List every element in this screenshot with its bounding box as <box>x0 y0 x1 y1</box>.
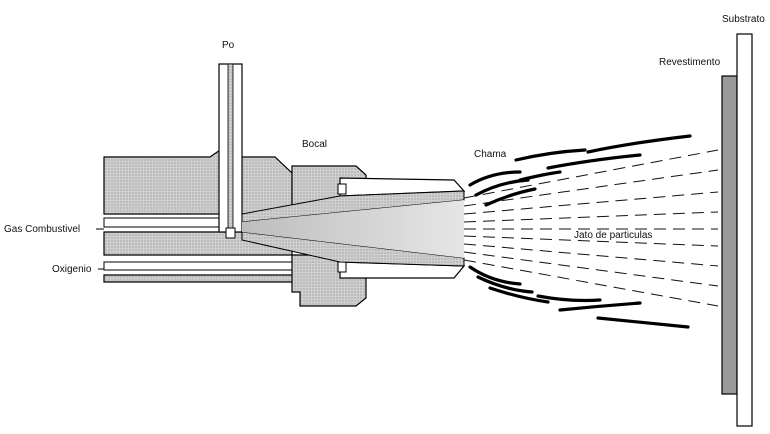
coating-layer <box>721 75 738 395</box>
label-substrato: Substrato <box>722 14 765 25</box>
particle-jet-lines <box>463 149 719 307</box>
flame-strokes <box>468 134 692 329</box>
powder-outlet <box>225 227 236 239</box>
nozzle-screw-lower <box>337 261 347 273</box>
label-po: Po <box>222 40 235 51</box>
label-chama: Chama <box>474 149 507 160</box>
gun-body-bottom <box>103 274 301 283</box>
powder-feed-tube-inner <box>227 63 234 233</box>
label-oxigenio: Oxigenio <box>52 264 92 275</box>
substrate-plate <box>736 33 753 427</box>
label-gas-combustivel: Gas Combustivel <box>4 224 81 235</box>
gun-body-upper <box>103 146 293 215</box>
label-bocal: Bocal <box>302 139 328 150</box>
label-revestimento: Revestimento <box>659 57 721 68</box>
nozzle-inner-cone-lower <box>241 231 465 267</box>
nozzle-screw-upper <box>337 183 347 195</box>
label-jato-de-particulas: Jato de particulas <box>574 230 653 241</box>
fuel-gas-channel <box>103 217 233 228</box>
particle-jet-cone <box>242 200 464 258</box>
